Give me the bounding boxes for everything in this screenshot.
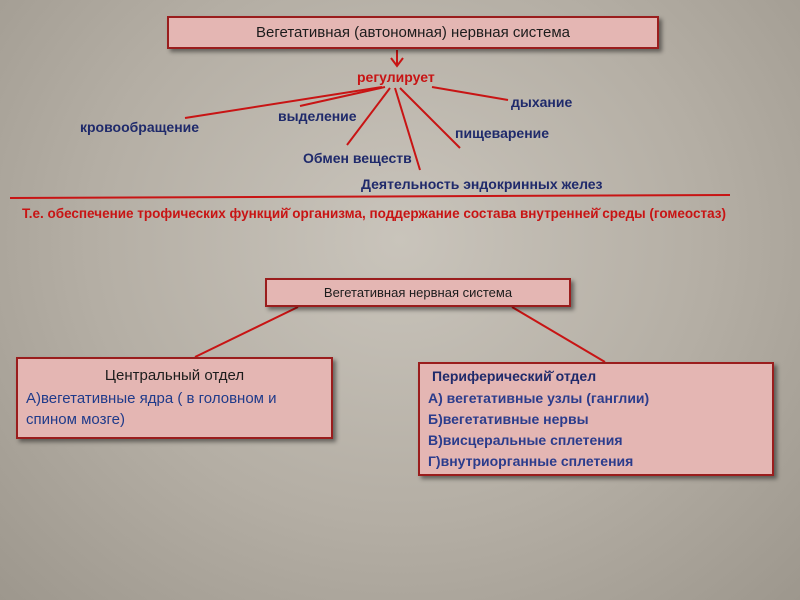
central-heading: Центральный отдел bbox=[104, 367, 245, 384]
line-to-metabolism bbox=[346, 87, 391, 146]
function-circulation: кровообращение bbox=[80, 119, 200, 135]
function-digestion: пищеварение bbox=[455, 125, 550, 141]
peripheral-heading: Периферический̆ отдел bbox=[432, 368, 597, 384]
function-excretion: выделение bbox=[278, 108, 357, 124]
peripheral-line: Г)внутриорганные сплетения bbox=[428, 453, 634, 469]
arrow-head bbox=[390, 57, 404, 68]
line-to-peripheral bbox=[511, 306, 606, 363]
peripheral-division-box: Периферический̆ отдел А) вегетативные уз… bbox=[418, 362, 774, 476]
line-to-breathing bbox=[431, 86, 509, 101]
function-breathing: дыхание bbox=[511, 94, 573, 110]
title-box: Вегетативная (автономная) нервная систем… bbox=[167, 16, 659, 49]
peripheral-line: Б)вегетативные нервы bbox=[428, 411, 589, 427]
peripheral-line: В)висцеральные сплетения bbox=[428, 432, 623, 448]
line-to-circulation bbox=[184, 86, 383, 119]
subtitle-text: Вегетативная нервная система bbox=[323, 285, 513, 300]
line-to-excretion bbox=[299, 86, 386, 107]
separator-line bbox=[9, 194, 731, 199]
central-division-box: Центральный отдел А)вегетативные ядра ( … bbox=[16, 357, 333, 439]
line-to-endocrine bbox=[394, 87, 421, 171]
function-metabolism: Обмен веществ bbox=[303, 150, 412, 166]
line-to-central bbox=[194, 306, 299, 358]
subtitle-box: Вегетативная нервная система bbox=[265, 278, 571, 307]
title-text: Вегетативная (автономная) нервная систем… bbox=[256, 24, 570, 41]
central-line: спином мозге) bbox=[26, 411, 125, 428]
line-to-digestion bbox=[399, 87, 461, 149]
peripheral-line: А) вегетативные узлы (ганглии) bbox=[428, 390, 650, 406]
central-line: А)вегетативные ядра ( в головном и bbox=[26, 390, 277, 407]
summary-text: Т.е. обеспечение трофических функций̆ ор… bbox=[22, 206, 726, 221]
function-endocrine: Деятельность эндокринных желез bbox=[361, 176, 603, 192]
regulates-label: регулирует bbox=[357, 69, 435, 85]
